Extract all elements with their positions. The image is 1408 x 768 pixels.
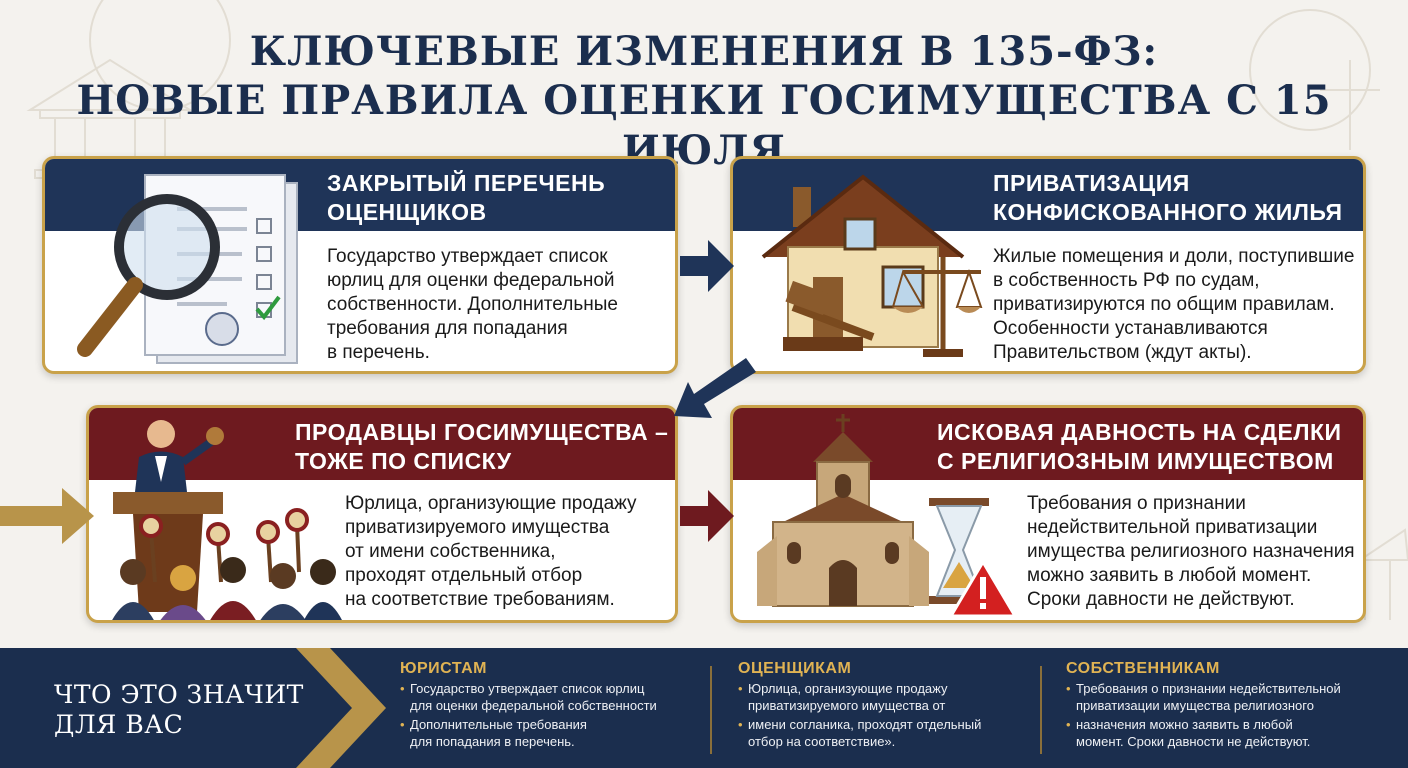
auction-icon <box>112 420 342 620</box>
arrow-right-icon <box>680 240 734 292</box>
column-heading: СОБСТВЕННИКАМ <box>1066 660 1220 677</box>
body-line: приватизируются по общим правилам. <box>993 294 1335 315</box>
card-body: Жилые помещения и доли, поступившие в со… <box>993 245 1354 365</box>
footer-column-appraisers: ОЦЕНЩИКАМ Юрлица, организующие продажу п… <box>738 660 1028 752</box>
card-body: Юрлица, организующие продажу приватизиру… <box>345 492 637 612</box>
body-line: Особенности устанавливаются <box>993 318 1268 339</box>
body-line: собственности. Дополнительные <box>327 294 618 315</box>
body-line: от имени собственника, <box>345 541 556 562</box>
page-title-line-1: КЛЮЧЕВЫЕ ИЗМЕНЕНИЯ В 135-ФЗ: <box>249 28 1159 75</box>
body-line: Сроки давности не действуют. <box>1027 589 1295 610</box>
body-line: Жилые помещения и доли, поступившие <box>993 246 1355 267</box>
card-title-line-1: ЗАКРЫТЫЙ ПЕРЕЧЕНЬ <box>327 170 606 196</box>
footer-column-owners: СОБСТВЕННИКАМ Требования о признании нед… <box>1066 660 1396 752</box>
card-title: ЗАКРЫТЫЙ ПЕРЕЧЕНЬ ОЦЕНЩИКОВ <box>327 169 605 227</box>
footer-title-line-2: ДЛЯ ВАС <box>54 710 184 739</box>
body-line: Государство утверждает список <box>327 246 608 267</box>
page-title: КЛЮЧЕВЫЕ ИЗМЕНЕНИЯ В 135-ФЗ: НОВЫЕ ПРАВИ… <box>0 28 1408 176</box>
body-line: юрлиц для оценки федеральной <box>327 270 615 291</box>
card-title-line-2: ОЦЕНЩИКОВ <box>327 199 487 225</box>
footer-summary: ЧТО ЭТО ЗНАЧИТ ДЛЯ ВАС ЮРИСТАМ Государст… <box>0 648 1408 768</box>
divider <box>710 666 712 754</box>
arrow-right-icon <box>680 490 734 542</box>
list-item: имени согланика, проходят отдельный отбо… <box>738 716 1028 750</box>
body-line: на соответствие требованиям. <box>345 589 615 610</box>
body-line: требования для попадания <box>327 318 568 339</box>
body-line: проходят отдельный отбор <box>345 565 583 586</box>
footer-column-lawyers: ЮРИСТАМ Государство утверждает список юр… <box>400 660 700 752</box>
card-title-line-1: ПРОДАВЦЫ ГОСИМУЩЕСТВА – <box>295 419 669 445</box>
church-hourglass-warning-icon <box>757 414 1018 618</box>
card-body: Требования о признании недействительной … <box>1027 492 1355 612</box>
column-heading: ОЦЕНЩИКАМ <box>738 660 852 677</box>
divider <box>1040 666 1042 754</box>
card-religious-property-limitation: ИСКОВАЯ ДАВНОСТЬ НА СДЕЛКИ С РЕЛИГИОЗНЫМ… <box>730 405 1366 623</box>
body-line: имущества религиозного назначения <box>1027 541 1355 562</box>
column-heading: ЮРИСТАМ <box>400 660 487 677</box>
footer-title-line-1: ЧТО ЭТО ЗНАЧИТ <box>54 680 304 709</box>
card-title: ПРОДАВЦЫ ГОСИМУЩЕСТВА – ТОЖЕ ПО СПИСКУ <box>295 418 668 476</box>
list-item: Дополнительные требования для попадания … <box>400 716 700 750</box>
list-item: назначения можно заявить в любой момент.… <box>1066 716 1396 750</box>
arrow-right-icon <box>0 488 94 544</box>
body-line: в перечень. <box>327 342 430 363</box>
list-item: Требования о признании недействительной … <box>1066 680 1396 714</box>
body-line: в собственность РФ по судам, <box>993 270 1260 291</box>
house-gavel-scales-icon <box>761 174 983 357</box>
card-title-line-2: КОНФИСКОВАННОГО ЖИЛЬЯ <box>993 199 1343 225</box>
body-line: приватизируемого имущества <box>345 517 610 538</box>
body-line: недействительной приватизации <box>1027 517 1318 538</box>
body-line: Правительством (ждут акты). <box>993 342 1252 363</box>
page-title-line-2: НОВЫЕ ПРАВИЛА ОЦЕНКИ ГОСИМУЩЕСТВА С 15 И… <box>76 77 1332 174</box>
body-line: Требования о признании <box>1027 493 1246 514</box>
card-title-line-1: ИСКОВАЯ ДАВНОСТЬ НА СДЕЛКИ <box>937 419 1342 445</box>
card-body: Государство утверждает список юрлиц для … <box>327 245 618 365</box>
card-header <box>89 408 675 480</box>
arrow-down-left-icon <box>674 358 756 418</box>
card-state-property-sellers: ПРОДАВЦЫ ГОСИМУЩЕСТВА – ТОЖЕ ПО СПИСКУ Ю… <box>86 405 678 623</box>
card-confiscated-housing: ПРИВАТИЗАЦИЯ КОНФИСКОВАННОГО ЖИЛЬЯ Жилые… <box>730 156 1366 374</box>
card-title: ПРИВАТИЗАЦИЯ КОНФИСКОВАННОГО ЖИЛЬЯ <box>993 169 1343 227</box>
footer-title: ЧТО ЭТО ЗНАЧИТ ДЛЯ ВАС <box>54 680 304 740</box>
body-line: Юрлица, организующие продажу <box>345 493 637 514</box>
card-title-line-1: ПРИВАТИЗАЦИЯ <box>993 170 1190 196</box>
card-title-line-2: ТОЖЕ ПО СПИСКУ <box>295 448 512 474</box>
card-title: ИСКОВАЯ ДАВНОСТЬ НА СДЕЛКИ С РЕЛИГИОЗНЫМ… <box>937 418 1342 476</box>
chevron-right-icon <box>296 648 386 768</box>
card-title-line-2: С РЕЛИГИОЗНЫМ ИМУЩЕСТВОМ <box>937 448 1334 474</box>
list-item: Юрлица, организующие продажу приватизиру… <box>738 680 1028 714</box>
document-magnifier-icon <box>77 174 298 364</box>
card-closed-appraiser-list: ЗАКРЫТЫЙ ПЕРЕЧЕНЬ ОЦЕНЩИКОВ Государство … <box>42 156 678 374</box>
body-line: можно заявить в любой момент. <box>1027 565 1312 586</box>
list-item: Государство утверждает список юрлиц для … <box>400 680 700 714</box>
